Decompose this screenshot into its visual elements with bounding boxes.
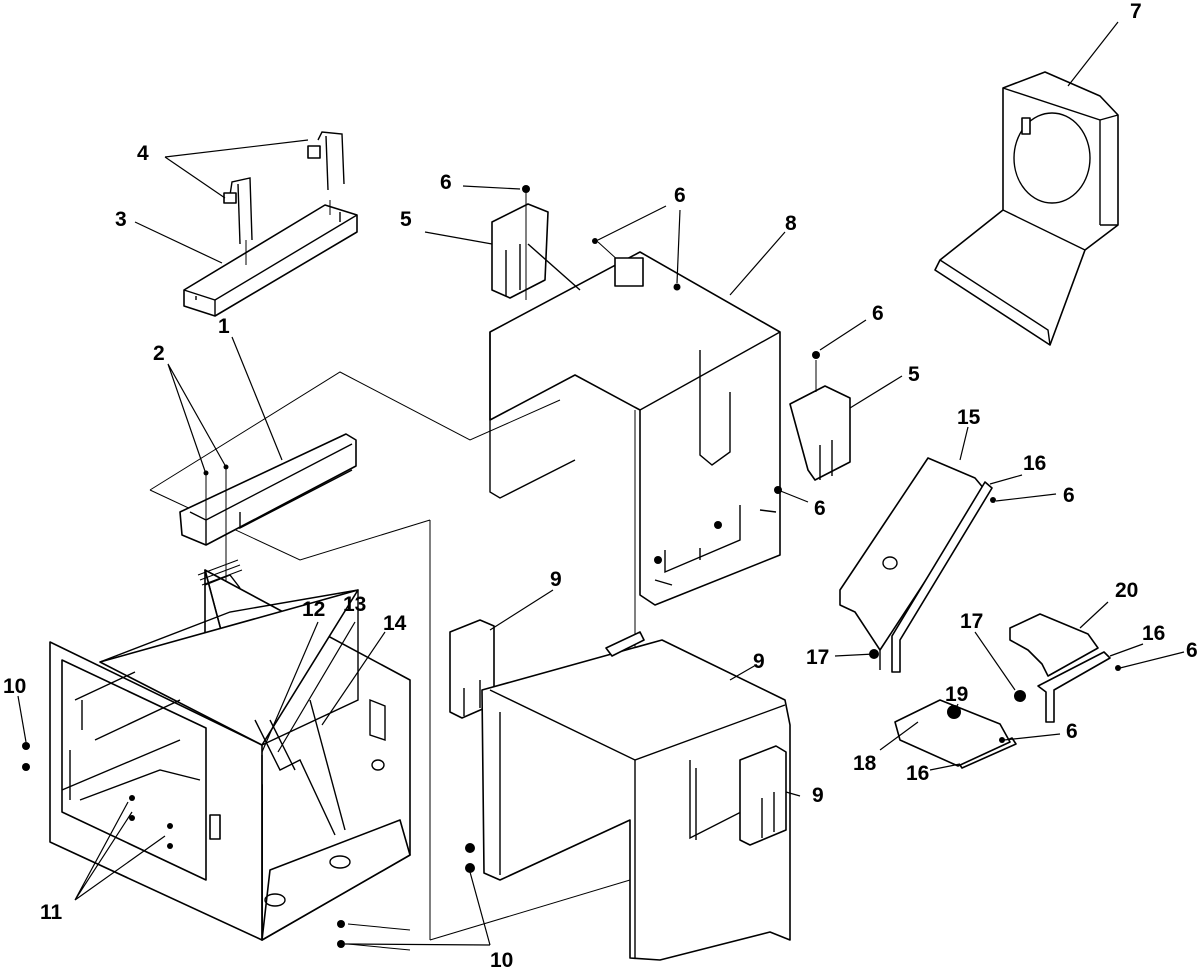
callout-9-a: 9 bbox=[550, 568, 562, 591]
part-18-plate bbox=[894, 699, 1011, 767]
callout-17-b: 17 bbox=[960, 610, 983, 633]
callout-6-e: 6 bbox=[1063, 484, 1075, 507]
part-7-duct-adapter bbox=[934, 71, 1119, 346]
main-oven-body bbox=[49, 559, 411, 941]
callout-6-g: 6 bbox=[1066, 720, 1078, 743]
callout-18: 18 bbox=[853, 752, 877, 775]
part-4-handles bbox=[223, 131, 345, 265]
callout-6-f: 6 bbox=[1186, 639, 1198, 662]
part-10-fasteners bbox=[22, 742, 475, 951]
callout-1: 1 bbox=[218, 315, 230, 338]
callout-16-b: 16 bbox=[1142, 622, 1165, 645]
callout-20: 20 bbox=[1115, 579, 1138, 602]
callout-15: 15 bbox=[957, 406, 981, 429]
callout-14: 14 bbox=[383, 612, 407, 635]
callout-2: 2 bbox=[153, 342, 165, 365]
callout-12: 12 bbox=[302, 598, 325, 621]
callout-13: 13 bbox=[343, 593, 366, 616]
callout-8: 8 bbox=[785, 212, 797, 235]
callout-10-b: 10 bbox=[490, 949, 513, 969]
callout-3: 3 bbox=[115, 208, 127, 231]
callout-10-a: 10 bbox=[3, 675, 26, 698]
leader-lines bbox=[17, 21, 1185, 946]
part-9-outer-cabinet bbox=[481, 631, 791, 961]
part-5-bracket-right bbox=[789, 385, 851, 481]
callout-labels: 1 2 3 4 5 5 6 6 6 6 6 6 6 7 8 9 9 9 10 1… bbox=[3, 0, 1198, 969]
part-20-bracket bbox=[1009, 613, 1099, 677]
callout-6-c: 6 bbox=[872, 302, 884, 325]
callout-5-left: 5 bbox=[400, 208, 412, 231]
part-15-cover bbox=[839, 457, 986, 670]
callout-6-a: 6 bbox=[440, 171, 452, 194]
fastener-6-set bbox=[522, 185, 820, 392]
parts-17-19-fasteners bbox=[869, 497, 1121, 743]
callout-11: 11 bbox=[40, 901, 63, 924]
callout-6-b: 6 bbox=[674, 184, 686, 207]
callout-9-c: 9 bbox=[812, 784, 824, 807]
part-3-top-channel bbox=[183, 204, 358, 317]
callout-16-a: 16 bbox=[1023, 452, 1046, 475]
callout-16-c: 16 bbox=[906, 762, 929, 785]
part-8-wrapper bbox=[489, 251, 782, 606]
callout-19: 19 bbox=[945, 683, 968, 706]
callout-5-right: 5 bbox=[908, 363, 920, 386]
callout-17-a: 17 bbox=[806, 646, 829, 669]
part-5-bracket-left bbox=[491, 203, 581, 299]
callout-6-d: 6 bbox=[814, 497, 826, 520]
callout-4: 4 bbox=[137, 142, 149, 165]
callout-7: 7 bbox=[1130, 0, 1142, 23]
callout-9-b: 9 bbox=[753, 650, 765, 673]
